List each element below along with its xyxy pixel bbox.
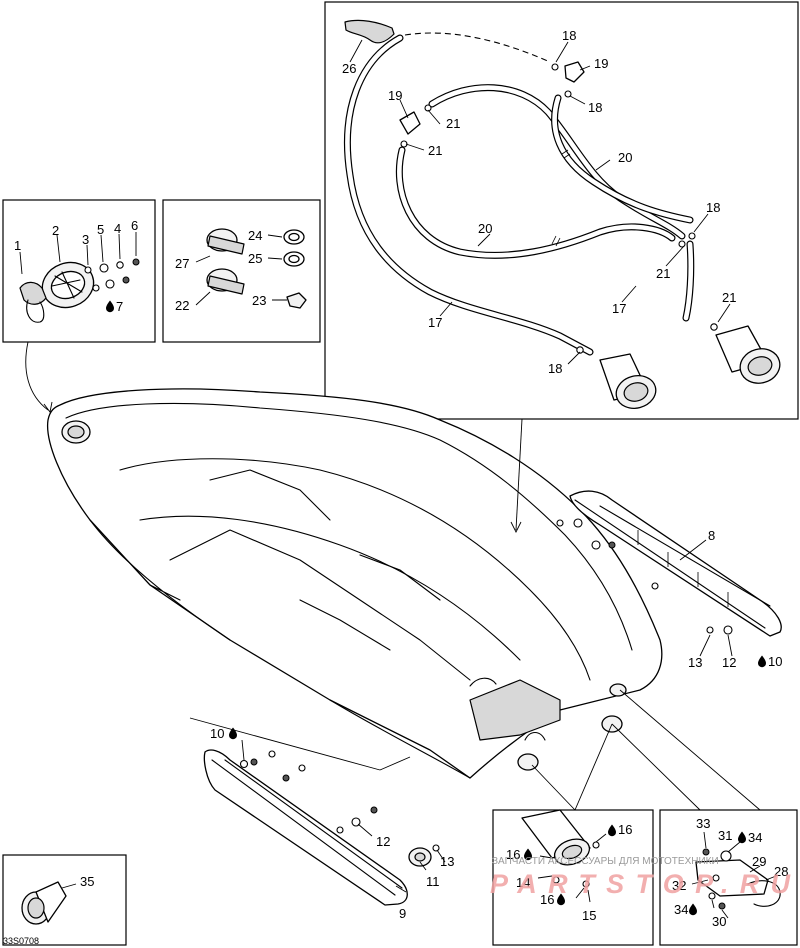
callout-19a: 19	[594, 56, 608, 71]
hose-clamps	[195, 228, 307, 309]
callout-8: 8	[708, 528, 715, 543]
hose-routing	[343, 19, 781, 409]
callout-20b: 20	[478, 221, 492, 236]
drop-icon	[608, 824, 616, 837]
diagram-code: 33S0708	[3, 936, 39, 946]
right-sponson	[556, 490, 782, 657]
detail-box-drain	[492, 809, 654, 946]
drop-icon	[106, 300, 114, 313]
callout-19b: 19	[388, 88, 402, 103]
callout-20a: 20	[618, 150, 632, 165]
callout-14: 14	[516, 875, 530, 890]
hull-body	[46, 388, 663, 779]
callout-32: 32	[672, 878, 686, 893]
drain-valve-assembly	[521, 809, 607, 903]
callout-3: 3	[82, 232, 89, 247]
callout-23: 23	[252, 293, 266, 308]
callout-30: 30	[712, 914, 726, 929]
callout-25: 25	[248, 251, 262, 266]
callout-4: 4	[114, 221, 121, 236]
callout-16c: 16	[540, 892, 554, 907]
callout-18c: 18	[706, 200, 720, 215]
callout-21a: 21	[446, 116, 460, 131]
callout-11: 11	[426, 874, 440, 889]
callout-18b: 18	[588, 100, 602, 115]
callout-18a: 18	[562, 28, 576, 43]
callout-26: 26	[342, 61, 356, 76]
callout-13a: 13	[688, 655, 702, 670]
callout-21d: 21	[722, 290, 736, 305]
callout-33: 33	[696, 816, 710, 831]
callout-1: 1	[14, 238, 21, 253]
callout-10a: 10	[768, 654, 782, 669]
grab-handle-assembly	[19, 232, 140, 323]
callout-31: 31	[718, 828, 732, 843]
callout-6: 6	[131, 218, 138, 233]
callout-28: 28	[774, 864, 788, 879]
watermark-brand: PARTSTOP.RU	[490, 869, 792, 899]
callout-21c: 21	[656, 266, 670, 281]
callout-17b: 17	[428, 315, 442, 330]
callout-12a: 12	[722, 655, 736, 670]
callout-16a: 16	[618, 822, 632, 837]
callout-21b: 21	[428, 143, 442, 158]
detail-box-hoses	[324, 1, 799, 420]
drain-plug	[21, 881, 77, 925]
drop-icon	[689, 903, 697, 916]
callout-16b: 16	[506, 847, 520, 862]
callout-18d: 18	[548, 361, 562, 376]
callout-2: 2	[52, 223, 59, 238]
callout-15: 15	[582, 908, 596, 923]
callout-35: 35	[80, 874, 94, 889]
detail-box-plug	[2, 854, 127, 946]
left-sponson	[203, 739, 446, 906]
callout-34b: 34	[674, 902, 688, 917]
tow-bracket-assembly	[691, 831, 781, 919]
detail-box-bracket	[659, 809, 798, 946]
drop-icon	[738, 831, 746, 844]
callout-29: 29	[752, 854, 766, 869]
callout-7: 7	[116, 299, 123, 314]
callout-10b: 10	[210, 726, 224, 741]
drop-icon	[758, 655, 766, 668]
watermark-tagline: ЗАПЧАСТИ АКСЕССУАРЫ ДЛЯ МОТОТЕХНИКИ	[492, 856, 719, 867]
callout-9: 9	[399, 906, 406, 921]
callout-13b: 13	[440, 854, 454, 869]
callout-5: 5	[97, 222, 104, 237]
callout-17a: 17	[612, 301, 626, 316]
callout-34a: 34	[748, 830, 762, 845]
detail-box-handle	[2, 199, 156, 343]
callout-22: 22	[175, 298, 189, 313]
detail-box-clamps	[162, 199, 321, 343]
callout-24: 24	[248, 228, 262, 243]
callout-12b: 12	[376, 834, 390, 849]
callout-27: 27	[175, 256, 189, 271]
